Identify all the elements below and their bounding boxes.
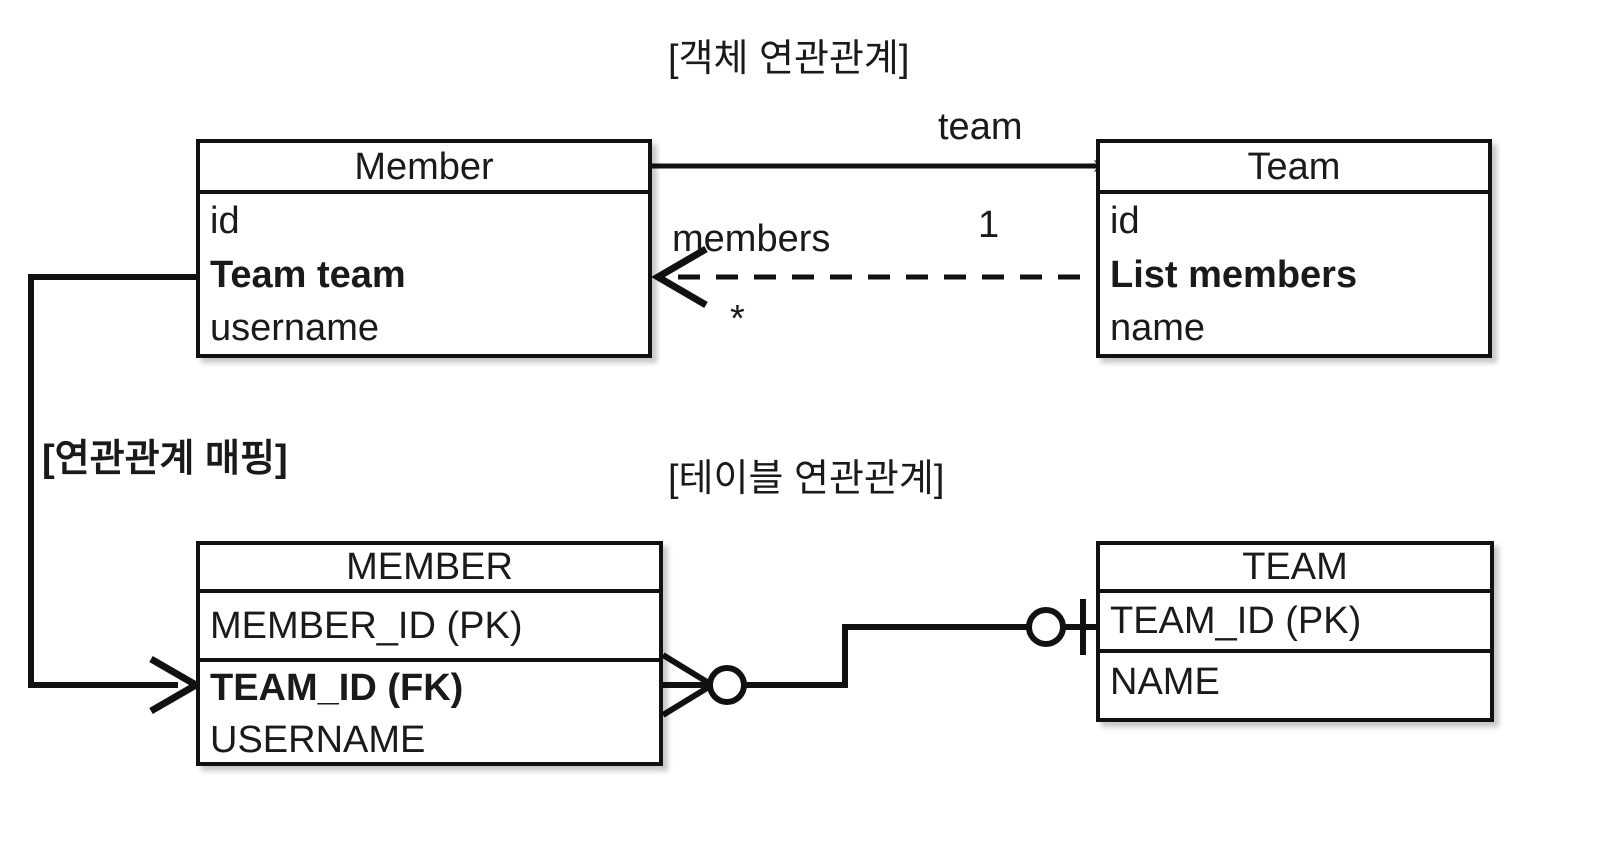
table-fields-member: MEMBER_ID (PK) TEAM_ID (FK) USERNAME bbox=[200, 593, 659, 766]
optional-zero-circle-team-side bbox=[1026, 607, 1066, 647]
crowsfoot-many-symbol bbox=[661, 652, 714, 718]
title-table-relationship: [테이블 연관관계] bbox=[668, 458, 945, 500]
column-member-id-pk: MEMBER_ID (PK) bbox=[200, 593, 659, 662]
table-fields-team: TEAM_ID (PK) NAME bbox=[1100, 593, 1490, 710]
edge-label-team: team bbox=[938, 106, 1023, 148]
title-relationship-mapping: [연관관계 매핑] bbox=[42, 438, 288, 480]
field-team-name: name bbox=[1110, 307, 1206, 349]
edge-label-members: members bbox=[672, 218, 831, 260]
table-title-team: TEAM bbox=[1100, 545, 1490, 593]
entity-fields-team: id List members name bbox=[1100, 194, 1488, 354]
column-member-username: USERNAME bbox=[210, 719, 426, 761]
field-member-id: id bbox=[210, 200, 240, 242]
multiplicity-many: * bbox=[730, 298, 745, 340]
table-box-member: MEMBER MEMBER_ID (PK) TEAM_ID (FK) USERN… bbox=[196, 541, 663, 766]
multiplicity-one: 1 bbox=[978, 204, 1000, 246]
entity-title-member: Member bbox=[200, 143, 648, 194]
field-member-username: username bbox=[210, 307, 379, 349]
entity-title-team: Team bbox=[1100, 143, 1488, 194]
field-team-members: List members bbox=[1110, 254, 1358, 296]
title-object-relationship: [객체 연관관계] bbox=[668, 38, 910, 80]
field-member-team: Team team bbox=[210, 254, 406, 296]
table-box-team: TEAM TEAM_ID (PK) NAME bbox=[1096, 541, 1494, 722]
entity-fields-member: id Team team username bbox=[200, 194, 648, 354]
column-member-team-id-fk: TEAM_ID (FK) bbox=[210, 667, 464, 709]
entity-box-member: Member id Team team username bbox=[196, 139, 652, 358]
column-team-id-pk: TEAM_ID (PK) bbox=[1100, 593, 1490, 653]
table-title-member: MEMBER bbox=[200, 545, 659, 593]
optional-zero-circle-member-side bbox=[707, 665, 747, 705]
edge-mapping-member-field-to-fk bbox=[28, 274, 203, 715]
edge-member-table-to-team-table bbox=[661, 599, 1122, 718]
entity-box-team: Team id List members name bbox=[1096, 139, 1492, 358]
column-team-name: NAME bbox=[1110, 660, 1220, 703]
field-team-id: id bbox=[1110, 200, 1140, 242]
